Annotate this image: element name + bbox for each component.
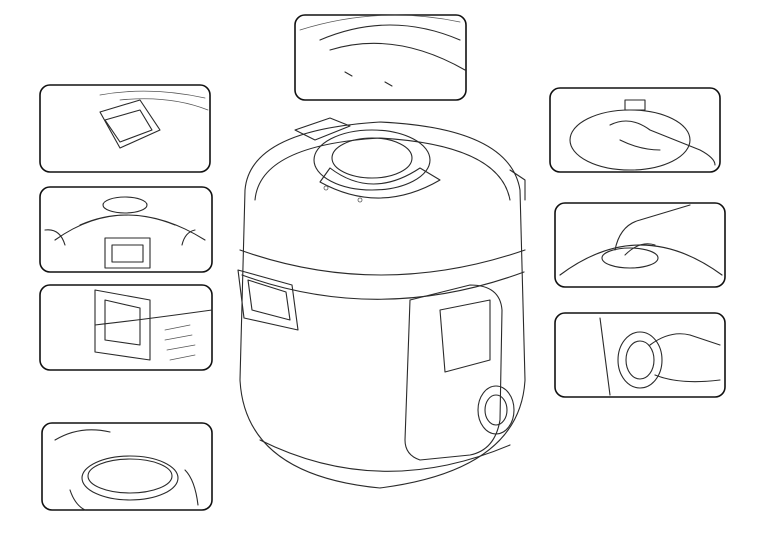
lid-rotate-hand-icon <box>549 87 721 173</box>
steam-vent-detail-icon <box>39 84 211 173</box>
lid-seal-detail-icon <box>294 14 467 101</box>
dial-turn-hand-icon <box>554 312 726 398</box>
side-handle-detail-icon <box>39 284 213 371</box>
valve-press-hand-icon <box>554 202 726 288</box>
handle-lid-detail-icon <box>39 186 213 273</box>
inner-pot-removal-icon <box>41 422 213 511</box>
pressure-cooker-icon <box>237 117 526 489</box>
